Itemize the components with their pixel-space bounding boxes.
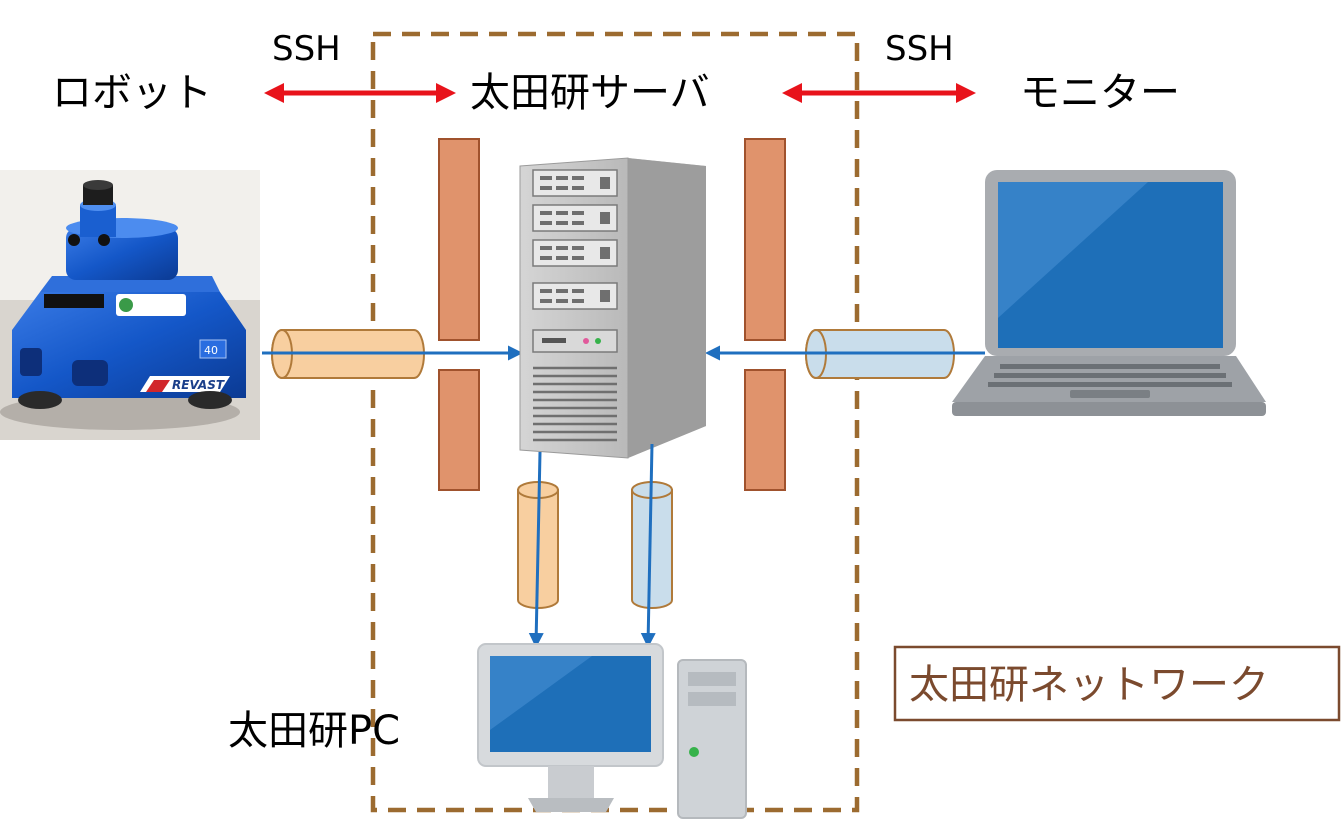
ssh-label-right: SSH — [885, 29, 954, 69]
firewall-left-lower — [438, 369, 480, 491]
network-label: 太田研ネットワーク — [909, 662, 1269, 708]
server-tower-icon — [519, 157, 706, 459]
tunnel-server-pc-right — [631, 481, 673, 609]
robot-brand-text: REVAST — [172, 378, 225, 392]
robot-label: ロボット — [52, 70, 212, 116]
network-label-box — [893, 645, 1341, 722]
robot-photo: REVAST 40 — [0, 170, 260, 440]
desktop-pc-icon — [477, 643, 747, 819]
arrow-server-to-pc-left — [528, 451, 544, 648]
arrow-server-to-pc-right — [640, 443, 656, 648]
firewall-right-lower — [744, 369, 786, 491]
robot-tag-text: 40 — [204, 344, 218, 357]
ssh-label-left: SSH — [272, 29, 341, 69]
firewall-right-upper — [744, 138, 786, 341]
pc-label: 太田研PC — [228, 708, 400, 754]
laptop-icon — [952, 170, 1266, 416]
monitor-label: モニター — [1020, 70, 1180, 116]
server-label: 太田研サーバ — [470, 70, 710, 116]
network-boundary — [370, 31, 860, 813]
firewall-left-upper — [438, 138, 480, 341]
